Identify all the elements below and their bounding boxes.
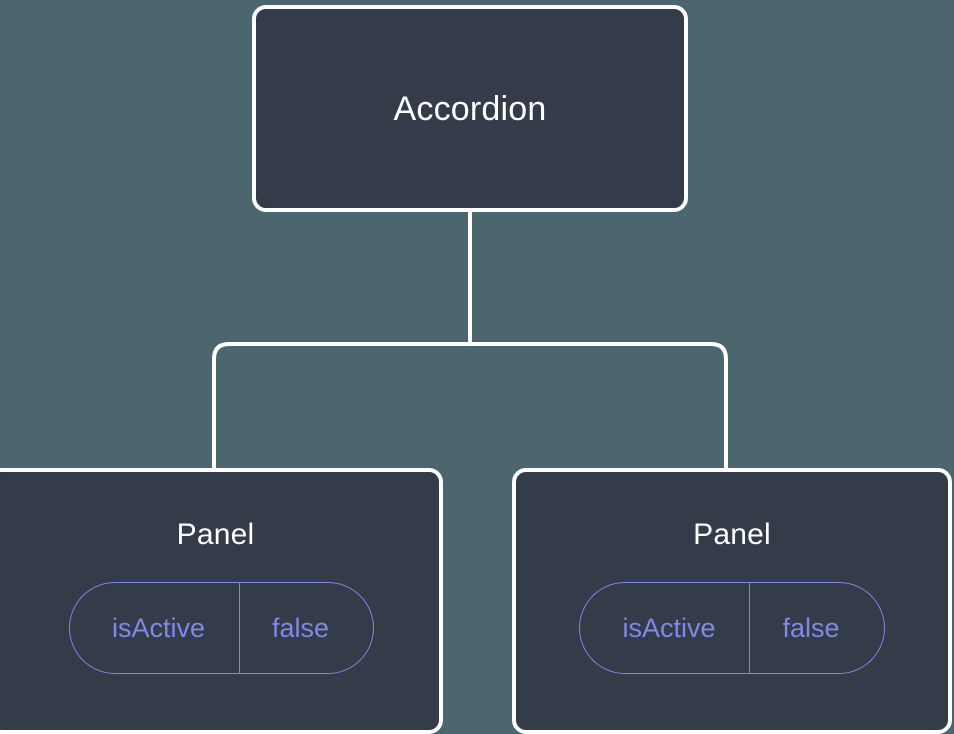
node-panel-left-title: Panel [176,518,255,551]
node-panel-right-state-badge[interactable]: isActive false [579,582,885,674]
connector-branch-bus [212,342,728,468]
badge-key-isactive: isActive [111,612,205,643]
node-panel-right-title: Panel [693,518,771,551]
node-panel-right[interactable]: Panel isActive false [512,468,952,734]
badge-value-isactive: false [749,583,883,673]
node-accordion-title: Accordion [393,89,547,128]
badge-value-isactive: false [238,583,373,673]
node-panel-left-state-badge[interactable]: isActive false [68,582,375,674]
node-panel-left[interactable]: Panel isActive false [0,468,443,734]
badge-key-isactive: isActive [622,612,716,643]
node-accordion[interactable]: Accordion [252,5,688,212]
